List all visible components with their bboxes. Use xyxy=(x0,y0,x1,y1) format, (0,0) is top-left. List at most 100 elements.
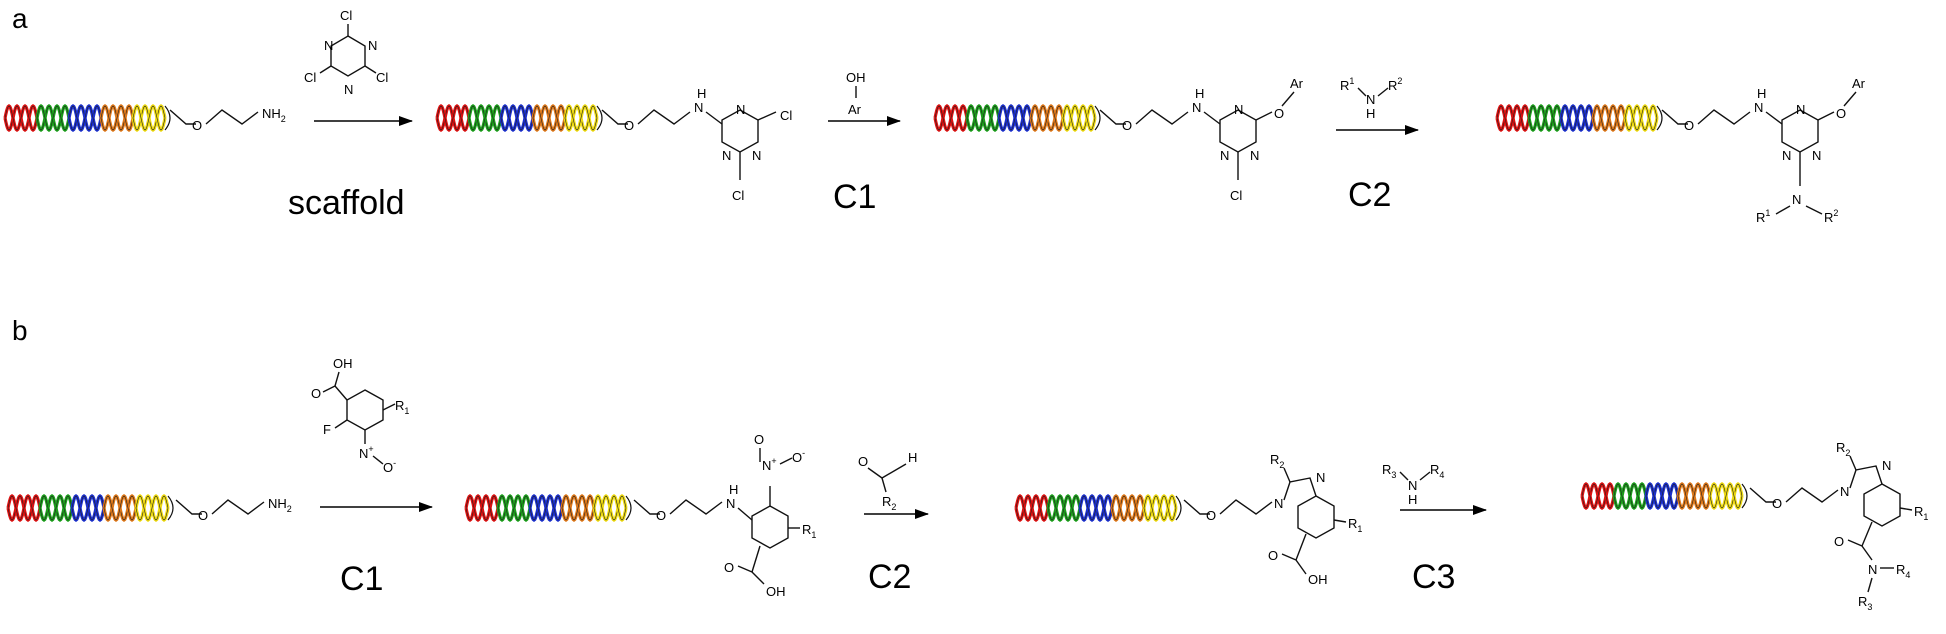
r1-group: R1 xyxy=(1756,208,1770,225)
linker-oxygen: O xyxy=(656,508,666,523)
nitro-oxygen: O- xyxy=(792,448,805,465)
ether-oxygen: O xyxy=(1274,106,1284,121)
panel-label-a: a xyxy=(12,3,28,34)
dna-hairpin-cap xyxy=(1175,495,1182,521)
r4-group: R4 xyxy=(1896,562,1910,580)
chlorine-atom: Cl xyxy=(1230,188,1242,203)
nitrogen-atom: N xyxy=(1192,100,1201,115)
dna-strand-outline xyxy=(998,105,1032,131)
r3-group: R3 xyxy=(1382,462,1396,480)
dna-strand-outline xyxy=(1079,495,1113,521)
nitrogen-atom: N xyxy=(1882,458,1891,473)
cyanuric-chloride-reagent: Cl Cl Cl N N N xyxy=(304,8,388,97)
dna-strand-outline xyxy=(468,105,502,131)
dna-strand-outline xyxy=(593,495,627,521)
step-label-c2: C2 xyxy=(868,558,911,596)
dna-strand-outline xyxy=(36,105,70,131)
r2-group: R2 xyxy=(1270,452,1284,470)
r2-group: R2 xyxy=(1824,208,1838,225)
linker-oxygen: O xyxy=(1772,496,1782,511)
dna-hairpin-cap xyxy=(1094,105,1101,131)
r2-group: R2 xyxy=(882,494,896,512)
r1-group: R1 xyxy=(802,522,816,540)
r1-group: R1 xyxy=(1348,516,1362,534)
dna-strand-outline xyxy=(1111,495,1145,521)
dna-hairpin-cap xyxy=(167,495,174,521)
dna-tag xyxy=(1580,481,1748,511)
nitrogen-atom: N xyxy=(1220,148,1229,163)
nitrogen-atom: N xyxy=(1796,102,1805,117)
chlorine-atom: Cl xyxy=(732,188,744,203)
triazine-aryloxy-product: O N H N N N O Ar Cl xyxy=(1099,76,1304,203)
r1-group: R1 xyxy=(1340,76,1354,93)
step-label-c2: C2 xyxy=(1348,176,1391,214)
hydrogen-atom: H xyxy=(729,482,738,497)
dna-hairpin-cap xyxy=(1656,105,1663,131)
dna-strand-outline xyxy=(135,495,169,521)
dna-strand-outline xyxy=(497,495,531,521)
dna-strand-outline xyxy=(1592,105,1626,131)
dna-tag xyxy=(464,493,632,523)
dna-hairpin-cap xyxy=(596,105,603,131)
dna-strand-outline xyxy=(4,105,38,131)
r2-group: R2 xyxy=(1836,440,1850,458)
dna-tag xyxy=(435,103,603,133)
dna-tag xyxy=(933,103,1101,133)
nitrogen-atom: N xyxy=(1250,148,1259,163)
nitroaniline-product: O N H N+ O- O R1 O OH xyxy=(633,432,816,599)
chlorine-atom: Cl xyxy=(304,70,316,85)
aldehyde-reagent: O H R2 xyxy=(858,450,917,512)
linker: O NH2 xyxy=(169,106,286,133)
dna-tag xyxy=(1014,493,1182,523)
aryl-group: Ar xyxy=(848,102,862,117)
hydrogen-atom: H xyxy=(1195,86,1204,101)
dna-strand-outline xyxy=(1677,483,1711,509)
dna-strand-outline xyxy=(103,495,137,521)
r1-group: R1 xyxy=(1914,504,1928,522)
nitro-group: N+ xyxy=(762,456,777,473)
hydroxyl-group: OH xyxy=(1308,572,1328,587)
dna-tag xyxy=(3,104,171,132)
nitrogen-atom: N xyxy=(1792,192,1801,207)
nitrogen-atom: N xyxy=(368,38,377,53)
dna-strand-outline xyxy=(1030,105,1064,131)
dna-strand-outline xyxy=(465,495,499,521)
dna-strand-outline xyxy=(1560,105,1594,131)
dna-strand-outline xyxy=(1047,495,1081,521)
nitrogen-atom: N xyxy=(324,38,333,53)
ether-oxygen: O xyxy=(1836,106,1846,121)
nitro-oxygen: O xyxy=(754,432,764,447)
dna-strand-outline xyxy=(436,105,470,131)
carbonyl-oxygen: O xyxy=(724,560,734,575)
r3-group: R3 xyxy=(1858,594,1872,612)
step-label-c3: C3 xyxy=(1412,558,1455,596)
fluoronitrobenzoic-acid-reagent: O OH F N+ O- R1 xyxy=(311,356,409,475)
carbonyl-oxygen: O xyxy=(1834,534,1844,549)
hydroxyl-group: OH xyxy=(766,584,786,599)
linker-oxygen: O xyxy=(1206,508,1216,523)
r4-group: R4 xyxy=(1430,462,1444,480)
phenol-reagent: OH Ar xyxy=(846,70,866,117)
carbonyl-oxygen: O xyxy=(1268,548,1278,563)
dna-strand-outline xyxy=(1645,483,1679,509)
hydrogen-atom: H xyxy=(1408,492,1417,507)
nitrogen-atom: N xyxy=(736,102,745,117)
carbonyl-oxygen: O xyxy=(858,454,868,469)
carbonyl-oxygen: O xyxy=(311,386,321,401)
nitrogen-atom: N xyxy=(722,148,731,163)
nitrogen-atom: N xyxy=(1316,470,1325,485)
nitrogen-atom: N xyxy=(752,148,761,163)
dna-strand-outline xyxy=(100,105,134,131)
dna-strand-outline xyxy=(1624,105,1658,131)
dna-strand-outline xyxy=(1496,105,1530,131)
nitrogen-atom: N xyxy=(1234,102,1243,117)
dna-strand-outline xyxy=(934,105,968,131)
dna-strand-outline xyxy=(966,105,1000,131)
r2-group: R2 xyxy=(1388,76,1402,93)
nitrogen-atom: N xyxy=(726,496,735,511)
nitrogen-atom: N xyxy=(1754,100,1763,115)
panel-label-b: b xyxy=(12,315,28,346)
step-label-c1: C1 xyxy=(833,178,876,216)
nitrogen-atom: N xyxy=(1868,562,1877,577)
nitrogen-atom: N xyxy=(344,82,353,97)
